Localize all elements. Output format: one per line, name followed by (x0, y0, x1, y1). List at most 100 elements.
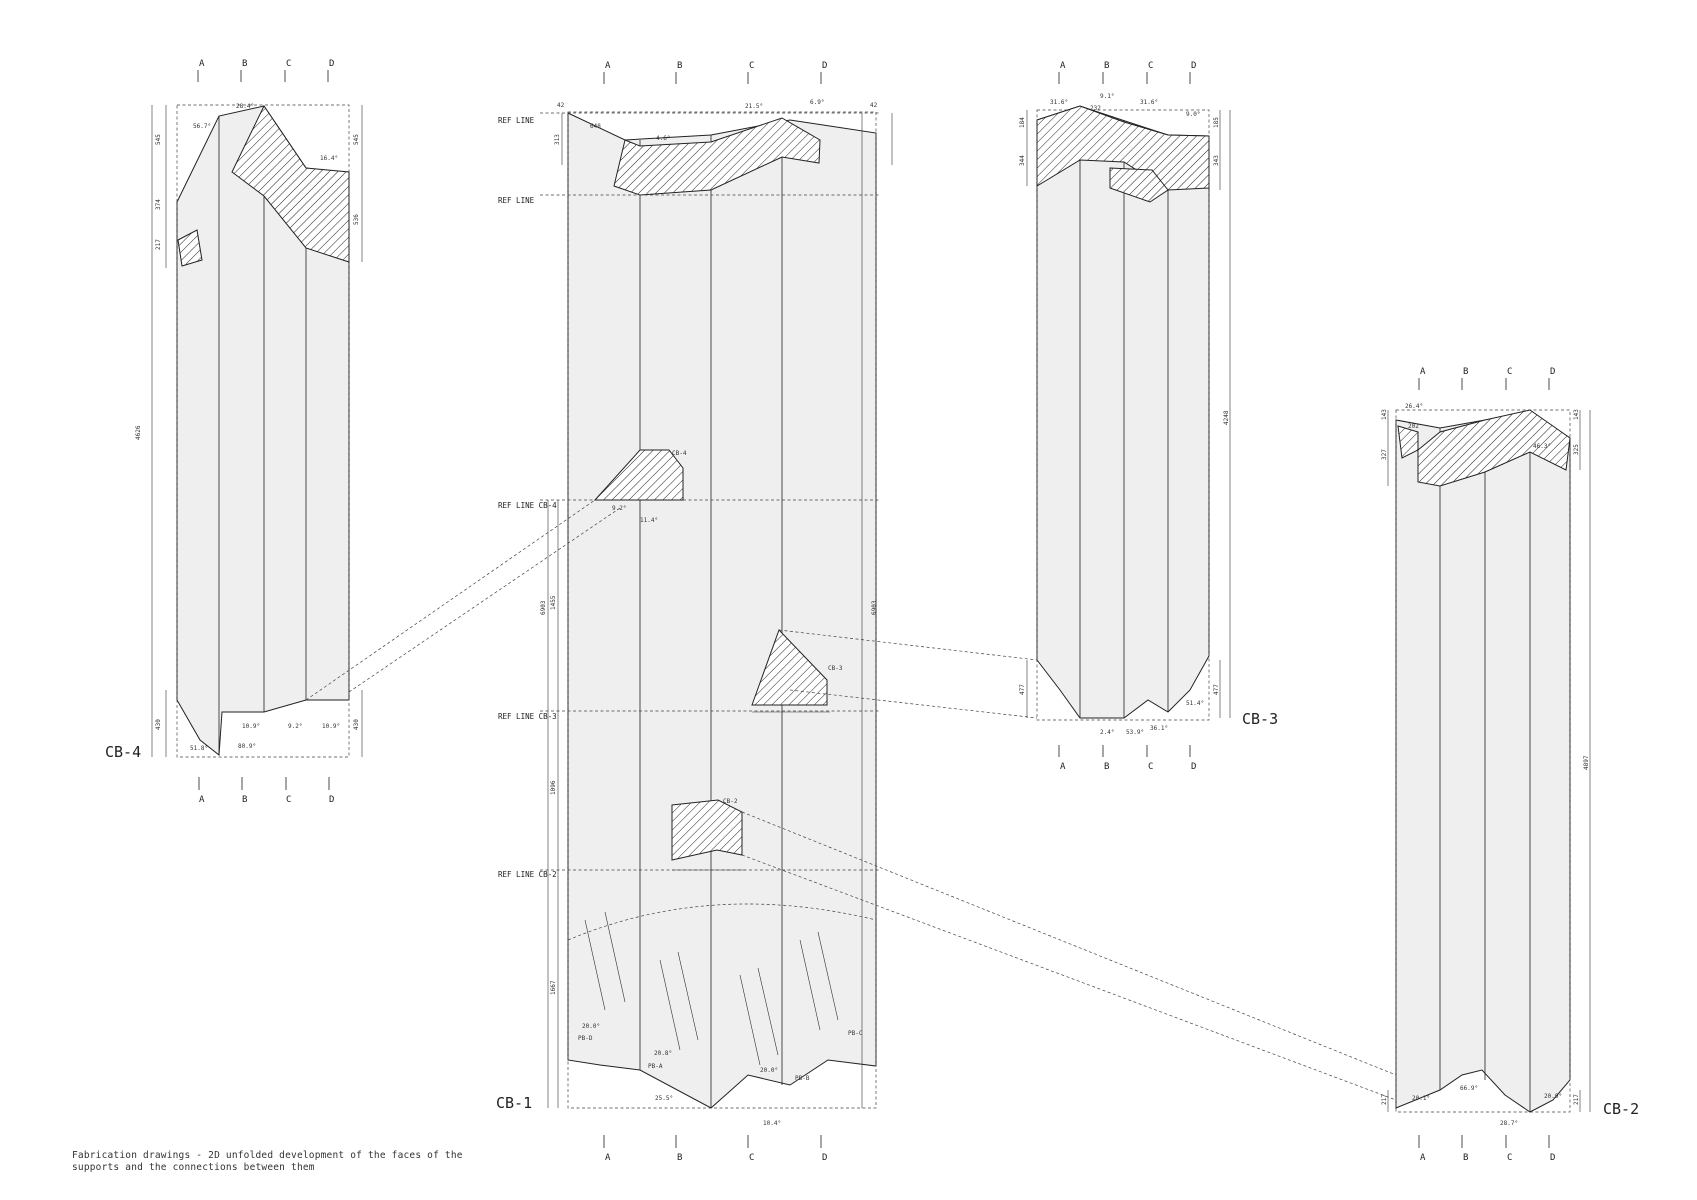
ref-line-label: REF LINE CB-3 (498, 712, 557, 721)
angle-text: 20.0° (760, 1067, 778, 1074)
cb2-outline (1395, 411, 1571, 1113)
face-letter: D (1550, 1153, 1555, 1163)
face-letter: C (286, 59, 291, 69)
angle-text: 28.7° (1500, 1120, 1518, 1127)
drawing-caption: Fabrication drawings - 2D unfolded devel… (72, 1150, 463, 1173)
dim-text: 217 (1573, 1094, 1580, 1105)
angle-text: 51.4° (1186, 700, 1204, 707)
angle-text: 11.4° (640, 517, 658, 524)
ref-line-label: REF LINE CB-2 (498, 870, 557, 879)
dim-text: 185 (1213, 117, 1220, 128)
face-letter: B (242, 59, 247, 69)
cb2-hatched-cut (1417, 409, 1571, 487)
angle-text: 51.8° (190, 745, 208, 752)
dim-text: 536 (353, 214, 360, 225)
dim-text: 545 (353, 134, 360, 145)
face-letter: C (1507, 367, 1512, 377)
dim-text: 545 (155, 134, 162, 145)
dim-text: 4248 (1223, 410, 1230, 425)
face-letter: A (605, 1153, 611, 1163)
face-letter: B (1104, 61, 1109, 71)
dim-text: 648 (590, 123, 601, 130)
cb1-connection-cb2 (671, 799, 743, 861)
cb3-outline (1036, 105, 1210, 719)
face-letter: A (199, 795, 205, 805)
dim-text: 1667 (550, 980, 557, 995)
dim-text: 313 (554, 134, 561, 145)
dim-text: 1455 (550, 595, 557, 610)
dim-text: 143 (1573, 409, 1580, 420)
ref-line-label: REF LINE CB-4 (498, 501, 557, 510)
face-letter: C (749, 61, 754, 71)
dim-text: 343 (1213, 155, 1220, 166)
dim-text: 217 (155, 239, 162, 250)
face-letter: C (749, 1153, 754, 1163)
connection-leaders (305, 499, 1397, 1101)
connection-label: CB-2 (723, 798, 738, 805)
angle-text: 4.6° (656, 135, 670, 142)
angle-text: 31.6° (1050, 99, 1068, 106)
angle-text: 20.0° (582, 1023, 600, 1030)
cb1-outline (567, 112, 877, 1109)
angle-text: 2.4° (1100, 729, 1114, 736)
cb4-hatched-cut (231, 105, 350, 263)
face-letter: C (1148, 61, 1153, 71)
face-letter: D (329, 59, 334, 69)
cb3-top-letters: A B C D (1058, 61, 1196, 84)
angle-text: 31.6° (1140, 99, 1158, 106)
angle-text: 10.4° (763, 1120, 781, 1127)
face-letter: D (1550, 367, 1555, 377)
angle-text: 25.5° (655, 1095, 673, 1102)
dim-text: 217 (1381, 1094, 1388, 1105)
cb4-bottom-letters: A B C D (198, 777, 334, 805)
angle-text: 21.5° (745, 103, 763, 110)
dim-text: 42 (870, 102, 878, 109)
angle-text: 9.1° (1100, 93, 1114, 100)
connection-label: PB-C (848, 1030, 863, 1037)
face-letter: A (1420, 367, 1426, 377)
face-letter: A (1060, 61, 1066, 71)
face-letter: C (1148, 762, 1153, 772)
cb1-connection-cb3 (751, 629, 828, 706)
panel-cb1: A B C D REF LINE REF LINE REF LINE CB-4 … (496, 61, 893, 1163)
dim-text: 232 (1090, 105, 1101, 112)
dim-text: 4897 (1583, 755, 1590, 770)
cb1-bottom-letters: A B C D (603, 1135, 827, 1163)
face-letter: D (329, 795, 334, 805)
angle-text: 20.1° (1412, 1095, 1430, 1102)
dim-text: 325 (1573, 444, 1580, 455)
angle-text: 9.2° (288, 723, 302, 730)
connection-label: CB-4 (672, 450, 687, 457)
dim-text: 202 (1408, 423, 1419, 430)
dim-text: 1096 (550, 780, 557, 795)
panel-label-cb1: CB-1 (496, 1094, 532, 1112)
dim-text: 4626 (135, 425, 142, 440)
dim-text: 430 (353, 719, 360, 730)
dim-text: 477 (1213, 684, 1220, 695)
panel-label-cb4: CB-4 (105, 743, 141, 761)
angle-text: 53.9° (1126, 729, 1144, 736)
dim-text: 143 (1381, 409, 1388, 420)
face-letter: B (1463, 367, 1468, 377)
connection-label: CB-3 (828, 665, 843, 672)
ref-line-label: REF LINE (498, 116, 535, 125)
face-letter: D (1191, 762, 1196, 772)
panel-cb2: A B C D 143 327 143 325 4897 217 217 202… (1381, 367, 1639, 1163)
connection-label: PB-A (648, 1063, 663, 1070)
angle-text: 80.9° (238, 743, 256, 750)
angle-text: 66.9° (1460, 1085, 1478, 1092)
face-letter: A (1420, 1153, 1426, 1163)
face-letter: B (242, 795, 247, 805)
face-letter: C (286, 795, 291, 805)
angle-text: 28.4° (236, 103, 254, 110)
angle-text: 9.0° (1186, 111, 1200, 118)
panel-cb3: A B C D 184 344 185 343 4248 477 477 232… (1019, 61, 1278, 772)
cb3-bottom-letters: A B C D (1058, 745, 1196, 772)
face-letter: D (822, 61, 827, 71)
cb4-top-letters: A B C D (197, 59, 334, 82)
cb1-connection-cb4 (593, 449, 684, 501)
cb3-hatched-cut (1036, 105, 1210, 191)
dim-text: 184 (1019, 117, 1026, 128)
connection-label: PB-D (578, 1035, 593, 1042)
face-letter: B (1104, 762, 1109, 772)
